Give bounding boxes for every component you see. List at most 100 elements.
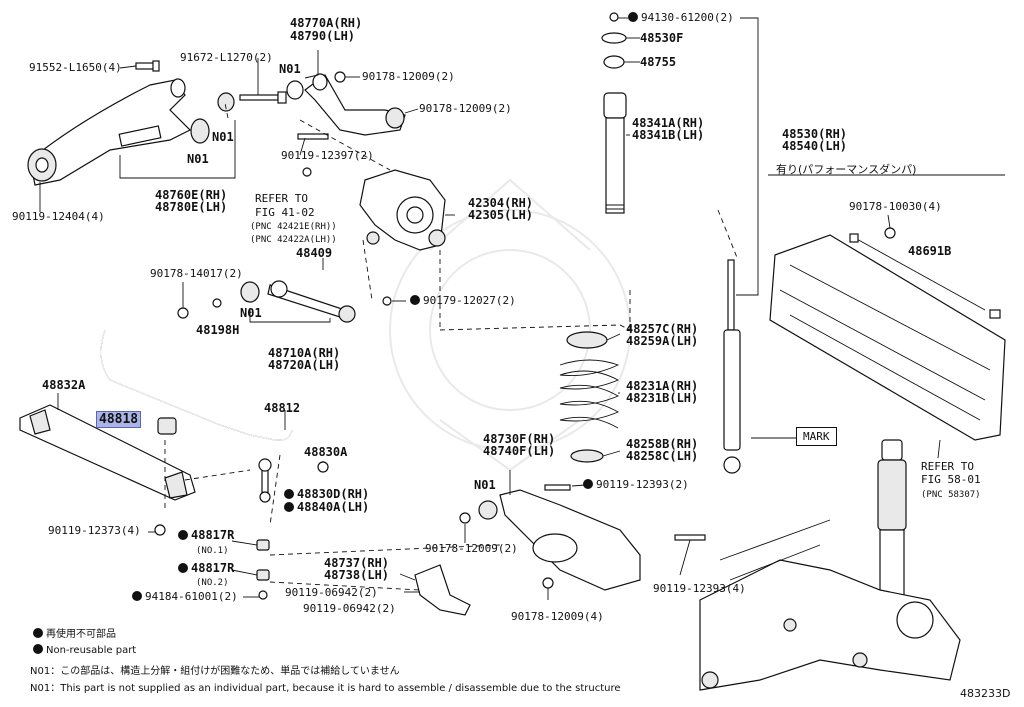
label-48832a: 48832A — [42, 378, 86, 392]
label-94130: 94130-61200(2) — [628, 12, 734, 24]
label-48231b: 48231B(LH) — [626, 391, 699, 405]
dust-boot-48341a — [603, 92, 627, 214]
label-48691b: 48691B — [908, 244, 952, 258]
rear-suspension-assembly — [699, 439, 961, 691]
label-90119-12404: 90119-12404(4) — [12, 210, 105, 223]
label-90119-06942-b: 90119-06942(2) — [303, 602, 396, 615]
label-48818[interactable]: 48818 — [96, 411, 142, 428]
leader-lines — [39, 17, 941, 600]
note-jp: N01：この部品は、構造上分解・組付けが困難なため、単品では補給していません — [30, 666, 400, 677]
refer-fig41-line1: REFER TO — [255, 192, 308, 205]
label-48530: 48530(RH) — [782, 127, 848, 141]
label-48760e: 48760E(RH) — [155, 188, 228, 202]
label-48257c: 48257C(RH) — [626, 322, 699, 336]
legend-jp: 再使用不可部品 — [33, 628, 116, 641]
stabilizer-bracket-48832a — [19, 404, 196, 501]
label-n01-a: N01 — [212, 130, 234, 144]
label-48258c: 48258C(LH) — [626, 449, 699, 463]
legend-en-text: Non-reusable part — [46, 645, 137, 656]
reference-lines — [184, 102, 739, 591]
label-90178-a: 90178-12009(2) — [362, 70, 455, 83]
label-48720a: 48720A(LH) — [268, 358, 341, 372]
label-48780e: 48780E(LH) — [155, 200, 228, 214]
highlighted-part-48818[interactable]: 48818 — [96, 411, 142, 428]
label-48812: 48812 — [264, 401, 301, 415]
refer-fig58-line3: (PNC 58307) — [921, 490, 981, 500]
label-n01-top: N01 — [279, 62, 301, 76]
label-n01-c: N01 — [240, 306, 262, 320]
label-performance-damper: 有り(パフォーマンスダンパ) — [776, 163, 917, 176]
diagram-id: 483233D — [960, 687, 1011, 700]
bushing-48818 — [157, 417, 177, 435]
label-48710a: 48710A(RH) — [268, 346, 341, 360]
mark-box: MARK — [796, 427, 837, 446]
label-90178-14017: 90178-14017(2) — [150, 267, 243, 280]
label-48540: 48540(LH) — [782, 139, 848, 153]
label-48830d: 48830D(RH) — [284, 488, 369, 500]
label-90119-12393-a: 90119-12393(2) — [583, 479, 689, 491]
label-48341b: 48341B(LH) — [632, 128, 705, 142]
label-94130-text: 94130-61200(2) — [641, 11, 734, 24]
bolt-91672 — [239, 91, 287, 104]
label-48198h: 48198H — [196, 323, 240, 337]
label-48259a: 48259A(LH) — [626, 334, 699, 348]
label-48231a: 48231A(RH) — [626, 379, 699, 393]
label-90119-12397: 90119-12397(2) — [281, 149, 374, 162]
label-94184: 94184-61001(2) — [132, 591, 238, 603]
label-90119-12373: 90119-12373(4) — [48, 524, 141, 537]
label-48737: 48737(RH) — [324, 556, 390, 570]
label-48730f: 48730F(RH) — [483, 432, 556, 446]
label-48740f: 48740F(LH) — [483, 444, 556, 458]
label-48817r-2-text: 48817R — [191, 561, 235, 575]
label-48830d-text: 48830D(RH) — [297, 487, 370, 501]
label-48258b: 48258B(RH) — [626, 437, 699, 451]
label-91672: 91672-L1270(2) — [180, 51, 273, 64]
refer-fig41-line4: (PNC 42422A(LH)) — [250, 235, 337, 245]
label-48738: 48738(LH) — [324, 568, 390, 582]
note-en: N01：This part is not supplied as an indi… — [30, 683, 621, 694]
label-90178-12009-d: 90178-12009(4) — [511, 610, 604, 623]
label-42304: 42304(RH) — [468, 196, 534, 210]
label-48817r-2: 48817R — [178, 562, 234, 574]
label-90119-12393-a-text: 90119-12393(2) — [596, 478, 689, 491]
body-panel — [769, 234, 1006, 441]
label-94184-text: 94184-61001(2) — [145, 590, 238, 603]
label-90178-12009-c: 90178-12009(2) — [425, 542, 518, 555]
upper-control-arm-48760e — [27, 78, 236, 186]
label-48830a: 48830A — [304, 445, 348, 459]
label-48840a: 48840A(LH) — [284, 501, 369, 513]
bolt-91552 — [135, 60, 160, 72]
label-48817r-1: 48817R — [178, 529, 234, 541]
label-90179-12027-text: 90179-12027(2) — [423, 294, 516, 307]
label-no2: (NO.2) — [196, 578, 229, 588]
label-no1: (NO.1) — [196, 546, 229, 556]
stabilizer-link-48830a — [258, 458, 272, 503]
label-48341a: 48341A(RH) — [632, 116, 705, 130]
label-48770a: 48770A(RH) — [290, 16, 363, 30]
stabilizer-bar-48812 — [100, 329, 293, 441]
label-90178-b: 90178-12009(2) — [419, 102, 512, 115]
legend-en: Non-reusable part — [33, 644, 136, 657]
label-90178-10030: 90178-10030(4) — [849, 200, 942, 213]
coil-spring-48231a — [559, 331, 620, 463]
label-48817r-1-text: 48817R — [191, 528, 235, 542]
shock-absorber-48530 — [723, 259, 741, 474]
label-90179-12027: 90179-12027(2) — [410, 295, 516, 307]
label-48530f: 48530F — [640, 31, 684, 45]
label-48790: 48790(LH) — [290, 29, 356, 43]
knuckle-42304 — [359, 169, 446, 251]
label-90119-06942-a: 90119-06942(2) — [285, 586, 378, 599]
guard-48737 — [414, 564, 471, 616]
refer-fig41-line2: FIG 41-02 — [255, 206, 315, 219]
label-42305: 42305(LH) — [468, 208, 534, 222]
performance-damper-48691b — [849, 233, 1001, 319]
label-48409: 48409 — [296, 246, 333, 260]
label-48840a-text: 48840A(LH) — [297, 500, 370, 514]
legend-jp-text: 再使用不可部品 — [46, 629, 116, 640]
lower-arm-48730f — [478, 489, 641, 591]
label-48755: 48755 — [640, 55, 677, 69]
label-91552: 91552-L1650(4) — [29, 61, 122, 74]
refer-fig41-line3: (PNC 42421E(RH)) — [250, 222, 337, 232]
mark-label: MARK — [796, 427, 837, 446]
